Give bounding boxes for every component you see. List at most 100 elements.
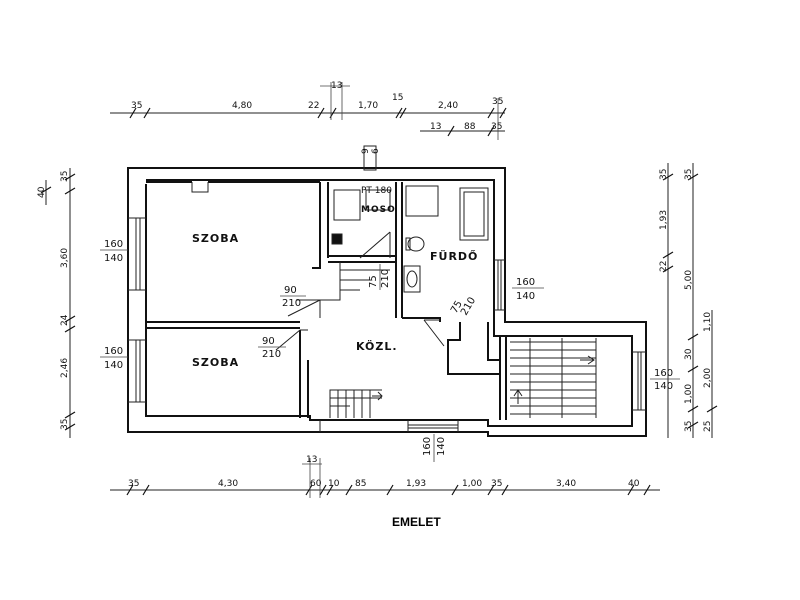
door-szoba1-top: 90 <box>284 285 297 296</box>
toilet-icon <box>407 236 425 252</box>
bathtub-inner <box>463 191 485 237</box>
window-furdo <box>494 259 505 311</box>
door-furdo <box>423 319 445 347</box>
dim-right-1: 35 <box>659 169 669 180</box>
dim-bottom-3: 13 <box>306 455 317 465</box>
dim-bottom-6: 85 <box>355 479 366 489</box>
corridor-staircase <box>329 389 383 418</box>
room-label-furdo: FÜRDŐ <box>430 249 478 263</box>
dim-top-2: 4,80 <box>232 101 252 111</box>
window-szoba1-bottom: 140 <box>104 253 123 264</box>
dim-top-3: 22 <box>308 101 319 111</box>
dim-bottom-4: 60 <box>310 479 322 489</box>
dim-bottom-5: 10 <box>328 479 340 489</box>
right-dimension-texts: 35 35 1,93 22 5,00 1,10 30 2,00 1,00 35 … <box>659 169 713 432</box>
toilet-tank <box>405 237 411 251</box>
dim-right-11: 25 <box>703 421 713 432</box>
window-stair-bottom: 140 <box>654 381 673 392</box>
stairs <box>320 262 597 418</box>
room-label-moso: MOSO <box>361 205 396 215</box>
outer-wall <box>127 167 647 437</box>
dim-bottom-7: 1,93 <box>406 479 426 489</box>
dim-left-2: 35 <box>60 171 70 182</box>
dim-right-5: 5,00 <box>684 270 694 290</box>
room-label-szoba-2: SZOBA <box>192 356 239 369</box>
door-szoba2-bottom: 210 <box>262 349 281 360</box>
dim-top-1: 35 <box>131 101 142 111</box>
dim-right-4: 22 <box>659 261 669 272</box>
dim-bottom-2: 4,30 <box>218 479 238 489</box>
dim-right-6: 1,10 <box>703 312 713 332</box>
dim-bottom-9: 35 <box>491 479 502 489</box>
moso-shaft <box>320 262 390 301</box>
window-stair <box>632 351 646 411</box>
window-szoba1 <box>128 217 146 291</box>
window-furdo-top: 160 <box>516 277 535 288</box>
dim-right-3: 1,93 <box>659 210 669 230</box>
top-dimension-lines <box>110 82 507 140</box>
chimney-label-bottom: 6 <box>371 148 381 154</box>
dim-bottom-10: 3,40 <box>556 479 576 489</box>
dim-right-2: 35 <box>684 169 694 180</box>
door-szoba1 <box>287 299 321 318</box>
door-moso <box>359 231 391 259</box>
dim-bottom-8: 1,00 <box>462 479 482 489</box>
dim-left-3: 3,60 <box>60 248 70 268</box>
washbasin <box>403 265 421 293</box>
window-bottom-top: 160 <box>422 437 433 456</box>
dim-bottom-1: 35 <box>128 479 139 489</box>
dim-left-5: 2,46 <box>60 358 70 378</box>
door-moso-bottom: 210 <box>380 269 391 288</box>
furdo-cabinet <box>405 185 439 217</box>
window-furdo-bottom: 140 <box>516 291 535 302</box>
main-staircase <box>510 338 597 418</box>
door-szoba2-top: 90 <box>262 336 275 347</box>
door-moso-top: 75 <box>368 275 379 288</box>
chimney-label-top: 9 <box>361 148 371 154</box>
dim-left-4: 24 <box>60 314 70 326</box>
top-dimension-texts: 35 4,80 22 13 1,70 15 2,40 35 13 88 35 <box>131 81 503 132</box>
dim-right-7: 30 <box>684 348 694 360</box>
moso-cabinet-2 <box>365 189 391 211</box>
dim-top-9: 13 <box>430 122 441 132</box>
window-szoba1-top: 160 <box>104 239 123 250</box>
window-bottom <box>407 420 459 432</box>
dim-bottom-11: 40 <box>628 479 640 489</box>
room-label-szoba-1: SZOBA <box>192 232 239 245</box>
left-dimension-texts: 40 35 3,60 24 2,46 35 <box>37 171 70 430</box>
doors <box>275 231 445 351</box>
bottom-dimension-lines <box>110 458 660 498</box>
dim-top-6: 15 <box>392 93 403 103</box>
right-dimension-lines <box>662 163 718 438</box>
walls <box>127 167 647 437</box>
bathtub <box>459 187 489 241</box>
dim-left-6: 35 <box>60 419 70 430</box>
door-szoba1-bottom: 210 <box>282 298 301 309</box>
chimney <box>363 145 377 171</box>
dim-top-4: 13 <box>331 81 342 91</box>
pt-label: PT 180 <box>361 186 392 196</box>
window-stair-top: 160 <box>654 368 673 379</box>
window-szoba2 <box>128 339 146 403</box>
outer-wall-inner-line <box>145 179 633 427</box>
room-label-kozl: KÖZL. <box>356 339 398 353</box>
dim-top-11: 35 <box>491 122 502 132</box>
dim-left-1: 40 <box>37 186 47 198</box>
door-furdo-bottom: 210 <box>459 295 478 317</box>
dim-right-8: 2,00 <box>703 368 713 388</box>
dim-top-10: 88 <box>464 122 476 132</box>
opening-labels: 160 140 160 140 160 140 160 140 160 140 … <box>100 239 680 462</box>
window-szoba2-bottom: 140 <box>104 360 123 371</box>
washbasin-bowl <box>406 270 418 288</box>
dim-right-10: 35 <box>684 421 694 432</box>
moso-cabinet <box>333 189 361 221</box>
windows <box>128 217 646 432</box>
room-labels: SZOBA SZOBA MOSO FÜRDŐ KÖZL. PT 180 9 6 <box>192 148 478 369</box>
moso-boiler <box>331 233 343 245</box>
fixtures <box>331 145 489 293</box>
window-szoba2-top: 160 <box>104 346 123 357</box>
dim-top-8: 35 <box>492 97 503 107</box>
dim-top-7: 2,40 <box>438 101 458 111</box>
bottom-dimension-texts: 35 4,30 13 60 10 85 1,93 1,00 35 3,40 40 <box>128 455 640 489</box>
